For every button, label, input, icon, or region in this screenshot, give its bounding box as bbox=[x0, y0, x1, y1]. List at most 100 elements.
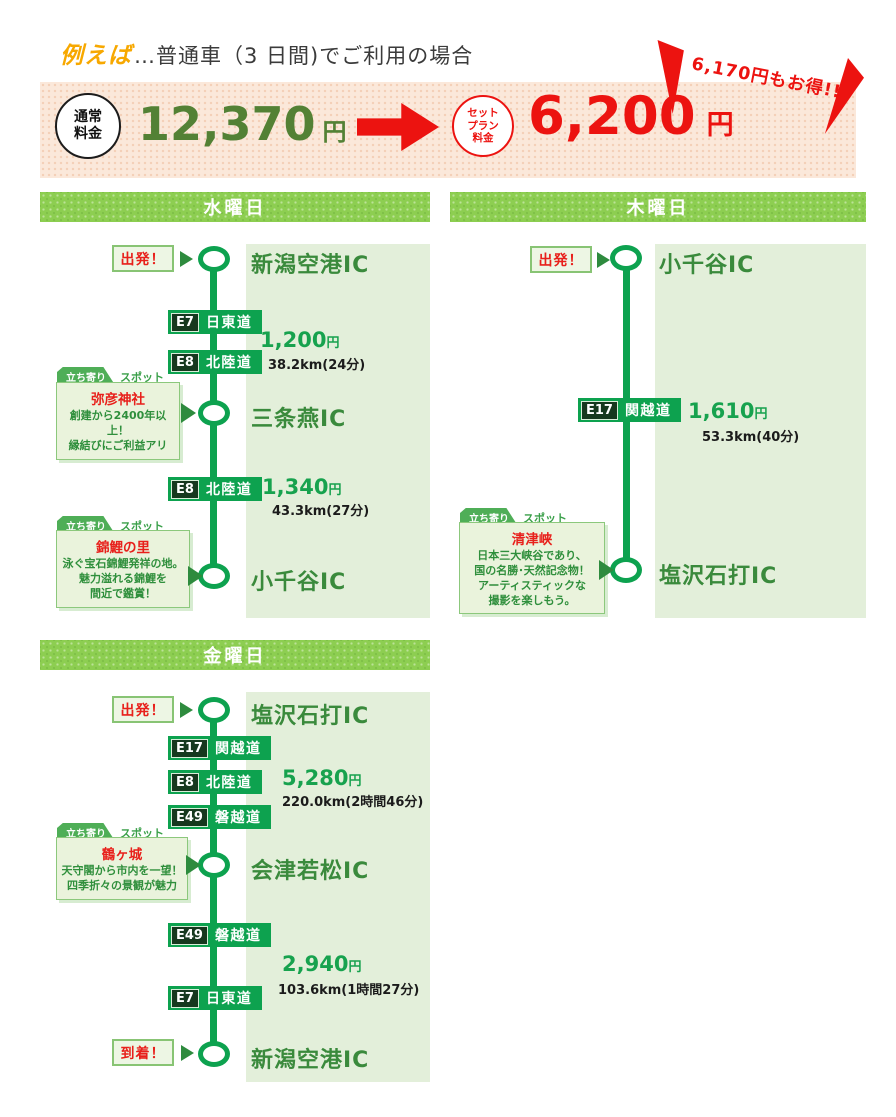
savings-wedge-right-icon bbox=[824, 58, 864, 134]
toll-amount: 5,280 bbox=[282, 766, 349, 790]
spot-tab-word: スポット bbox=[120, 520, 164, 533]
start-arrow-icon bbox=[180, 251, 193, 267]
route-panel bbox=[246, 692, 430, 1082]
road-number: E17 bbox=[581, 400, 618, 420]
road-name: 関越道 bbox=[214, 741, 262, 757]
spot-tab: 立ち寄り スポット bbox=[57, 823, 164, 841]
route-panel bbox=[246, 244, 430, 618]
route-node bbox=[198, 563, 230, 589]
arrival-label: 到着！ bbox=[112, 1039, 174, 1066]
callout-arrow-icon bbox=[599, 560, 614, 580]
route-node bbox=[198, 852, 230, 878]
spot-title: 錦鯉の里 bbox=[96, 540, 150, 556]
highway-badge: E7 日東道 bbox=[168, 310, 263, 334]
route-panel bbox=[655, 244, 866, 618]
spot-title: 清津峡 bbox=[511, 532, 553, 548]
distance-text: 43.3km(27分) bbox=[272, 504, 370, 519]
road-number: E7 bbox=[171, 988, 199, 1008]
road-name: 北陸道 bbox=[205, 482, 253, 498]
spot-tab: 立ち寄り スポット bbox=[57, 367, 164, 385]
day-title: 水曜日 bbox=[203, 198, 267, 219]
page-title: 例えば…普通車（3 日間)でご利用の場合 bbox=[60, 36, 473, 70]
road-number: E49 bbox=[171, 925, 208, 945]
spot-title: 弥彦神社 bbox=[91, 392, 145, 408]
toll-amount: 1,340 bbox=[262, 475, 329, 499]
spot-tab-pill: 立ち寄り bbox=[57, 823, 115, 841]
highway-badge: E17 関越道 bbox=[168, 736, 272, 760]
spot-tab-word: スポット bbox=[120, 827, 164, 840]
highway-badge: E8 北陸道 bbox=[168, 350, 263, 374]
road-number: E8 bbox=[171, 479, 199, 499]
day-title: 木曜日 bbox=[626, 198, 690, 219]
spot-tab-pill: 立ち寄り bbox=[57, 367, 115, 385]
start-label: 出発！ bbox=[530, 246, 592, 273]
ic-label: 小千谷IC bbox=[251, 570, 347, 595]
spot-tab: 立ち寄り スポット bbox=[460, 508, 567, 526]
set-plan-badge: セット プラン 料金 bbox=[452, 95, 514, 157]
set-plan-amount: 6,200 bbox=[528, 86, 696, 147]
distance-text: 103.6km(1時間27分) bbox=[278, 983, 420, 998]
spot-tab-word: スポット bbox=[120, 371, 164, 384]
road-name: 磐越道 bbox=[214, 928, 262, 944]
ic-label: 小千谷IC bbox=[659, 253, 755, 278]
highway-badge: E8 北陸道 bbox=[168, 477, 263, 501]
callout-arrow-icon bbox=[181, 403, 196, 423]
day-title: 金曜日 bbox=[203, 646, 267, 667]
start-label: 出発！ bbox=[112, 245, 174, 272]
toll-amount: 1,610 bbox=[688, 399, 755, 423]
start-arrow-icon bbox=[180, 702, 193, 718]
spot-line: アーティスティックな bbox=[477, 578, 587, 592]
route-node bbox=[198, 697, 230, 723]
normal-fare-unit: 円 bbox=[322, 118, 347, 146]
ic-label: 三条燕IC bbox=[251, 407, 347, 432]
road-number: E49 bbox=[171, 807, 208, 827]
set-plan-badge-line: プラン bbox=[467, 119, 499, 132]
toll-price: 1,200円 bbox=[260, 328, 339, 352]
spot-line: 日本三大峡谷であり、 bbox=[477, 549, 587, 562]
spot-line: 撮影を楽しもう。 bbox=[488, 593, 576, 607]
road-number: E17 bbox=[171, 738, 208, 758]
ic-label: 新潟空港IC bbox=[251, 1048, 370, 1073]
start-arrow-icon bbox=[597, 252, 610, 268]
set-plan-badge-line: セット bbox=[467, 107, 499, 120]
normal-fare-badge-line: 通常 bbox=[74, 109, 102, 125]
highway-badge: E17 関越道 bbox=[578, 398, 682, 422]
toll-unit: 円 bbox=[348, 960, 362, 975]
title-text: …普通車（3 日間)でご利用の場合 bbox=[134, 44, 474, 68]
spot-tab-word: スポット bbox=[523, 512, 567, 525]
route-line bbox=[210, 710, 217, 1054]
spot-callout: 錦鯉の里 泳ぐ宝石錦鯉発祥の地。 魅力溢れる錦鯉を 間近で鑑賞！ bbox=[56, 530, 190, 608]
highway-badge: E49 磐越道 bbox=[168, 805, 272, 829]
toll-amount: 2,940 bbox=[282, 952, 349, 976]
savings-wedge-left-icon bbox=[657, 40, 684, 114]
road-name: 北陸道 bbox=[205, 355, 253, 371]
spot-line: 天守閣から市内を一望！ bbox=[61, 864, 183, 877]
ic-label: 会津若松IC bbox=[251, 859, 370, 884]
spot-tab-pill: 立ち寄り bbox=[460, 508, 518, 526]
callout-arrow-icon bbox=[188, 566, 203, 586]
ic-label: 塩沢石打IC bbox=[251, 704, 370, 729]
highway-badge: E8 北陸道 bbox=[168, 770, 263, 794]
road-name: 磐越道 bbox=[214, 810, 262, 826]
route-node bbox=[198, 246, 230, 272]
road-number: E7 bbox=[171, 312, 199, 332]
toll-price: 5,280円 bbox=[282, 766, 361, 790]
arrival-arrow-icon bbox=[181, 1045, 194, 1061]
normal-fare-badge: 通常 料金 bbox=[55, 93, 121, 159]
distance-text: 38.2km(24分) bbox=[268, 358, 366, 373]
spot-callout: 清津峡 日本三大峡谷であり、 国の名勝･天然記念物！ アーティスティックな 撮影… bbox=[459, 522, 605, 615]
spot-line: 泳ぐ宝石錦鯉発祥の地。 bbox=[62, 557, 184, 570]
spot-line: 創建から2400年以上！ bbox=[69, 409, 167, 437]
right-arrow-icon bbox=[357, 103, 439, 151]
route-node bbox=[610, 557, 642, 583]
road-name: 日東道 bbox=[205, 991, 253, 1007]
start-label: 出発！ bbox=[112, 696, 174, 723]
spot-tab-pill: 立ち寄り bbox=[57, 516, 115, 534]
fare-banner bbox=[40, 82, 856, 178]
spot-line: 縁結びにご利益アリ bbox=[68, 438, 168, 452]
highway-badge: E7 日東道 bbox=[168, 986, 263, 1010]
route-node bbox=[610, 245, 642, 271]
